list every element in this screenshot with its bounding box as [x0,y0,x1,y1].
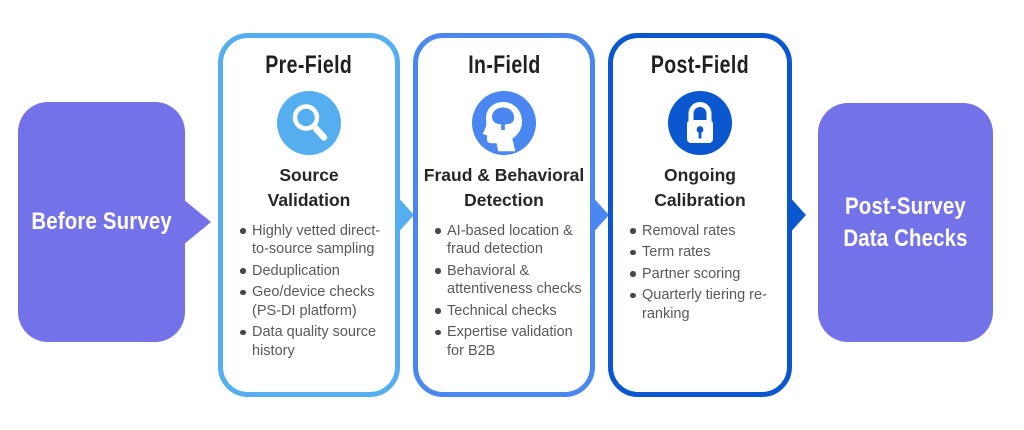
bullet-item: Geo/device checks (PS-DI platform) [239,283,387,320]
bullet-item: Expertise validation for B2B [434,323,582,360]
bullet-item: Behavioral & attentiveness checks [434,262,582,299]
flow-arrow-icon [590,194,609,236]
stage-bullet-list: Highly vetted direct-to-source sampling … [239,222,387,361]
flow-arrow-icon [395,194,414,236]
stage-heading: Fraud & Behavioral Detection [423,165,585,211]
bullet-item: Term rates [629,243,779,262]
bullet-item: Removal rates [629,222,779,241]
flow-arrow-icon [787,194,806,236]
padlock-icon [668,91,732,155]
stage-title: Post-Field [650,51,750,79]
bullet-item: Technical checks [434,302,582,321]
stage-title: Pre-Field [265,51,353,79]
stage-bullet-list: Removal rates Term rates Partner scoring… [629,222,779,324]
stage-card-pre-field: Pre-Field Source Validation Highly vette… [218,33,414,397]
before-survey-box: Before Survey [18,102,211,342]
before-survey-label: Before Survey [31,208,172,236]
bullet-item: AI-based location & fraud detection [434,222,582,259]
stage-card-in-field: In-Field Fraud & Behavioral Detection AI… [413,33,609,397]
bullet-item: Partner scoring [629,265,779,284]
stage-bullet-list: AI-based location & fraud detection Beha… [434,222,582,361]
stage-heading: Source Validation [267,165,351,211]
stage-title: In-Field [467,51,541,79]
post-survey-box: Post-Survey Data Checks [818,103,993,342]
post-survey-label: Post-Survey Data Checks [843,193,968,252]
stage-heading: Ongoing Calibration [654,165,746,211]
stage-card-post-field: Post-Field Ongoing Calibration Removal r… [608,33,806,397]
bullet-item: Data quality source history [239,323,387,360]
flow-arrow-icon [183,199,211,245]
head-detection-icon [472,91,536,155]
bullet-item: Quarterly tiering re-ranking [629,286,779,323]
magnifier-icon [277,91,341,155]
bullet-item: Highly vetted direct-to-source sampling [239,222,387,259]
bullet-item: Deduplication [239,262,387,281]
